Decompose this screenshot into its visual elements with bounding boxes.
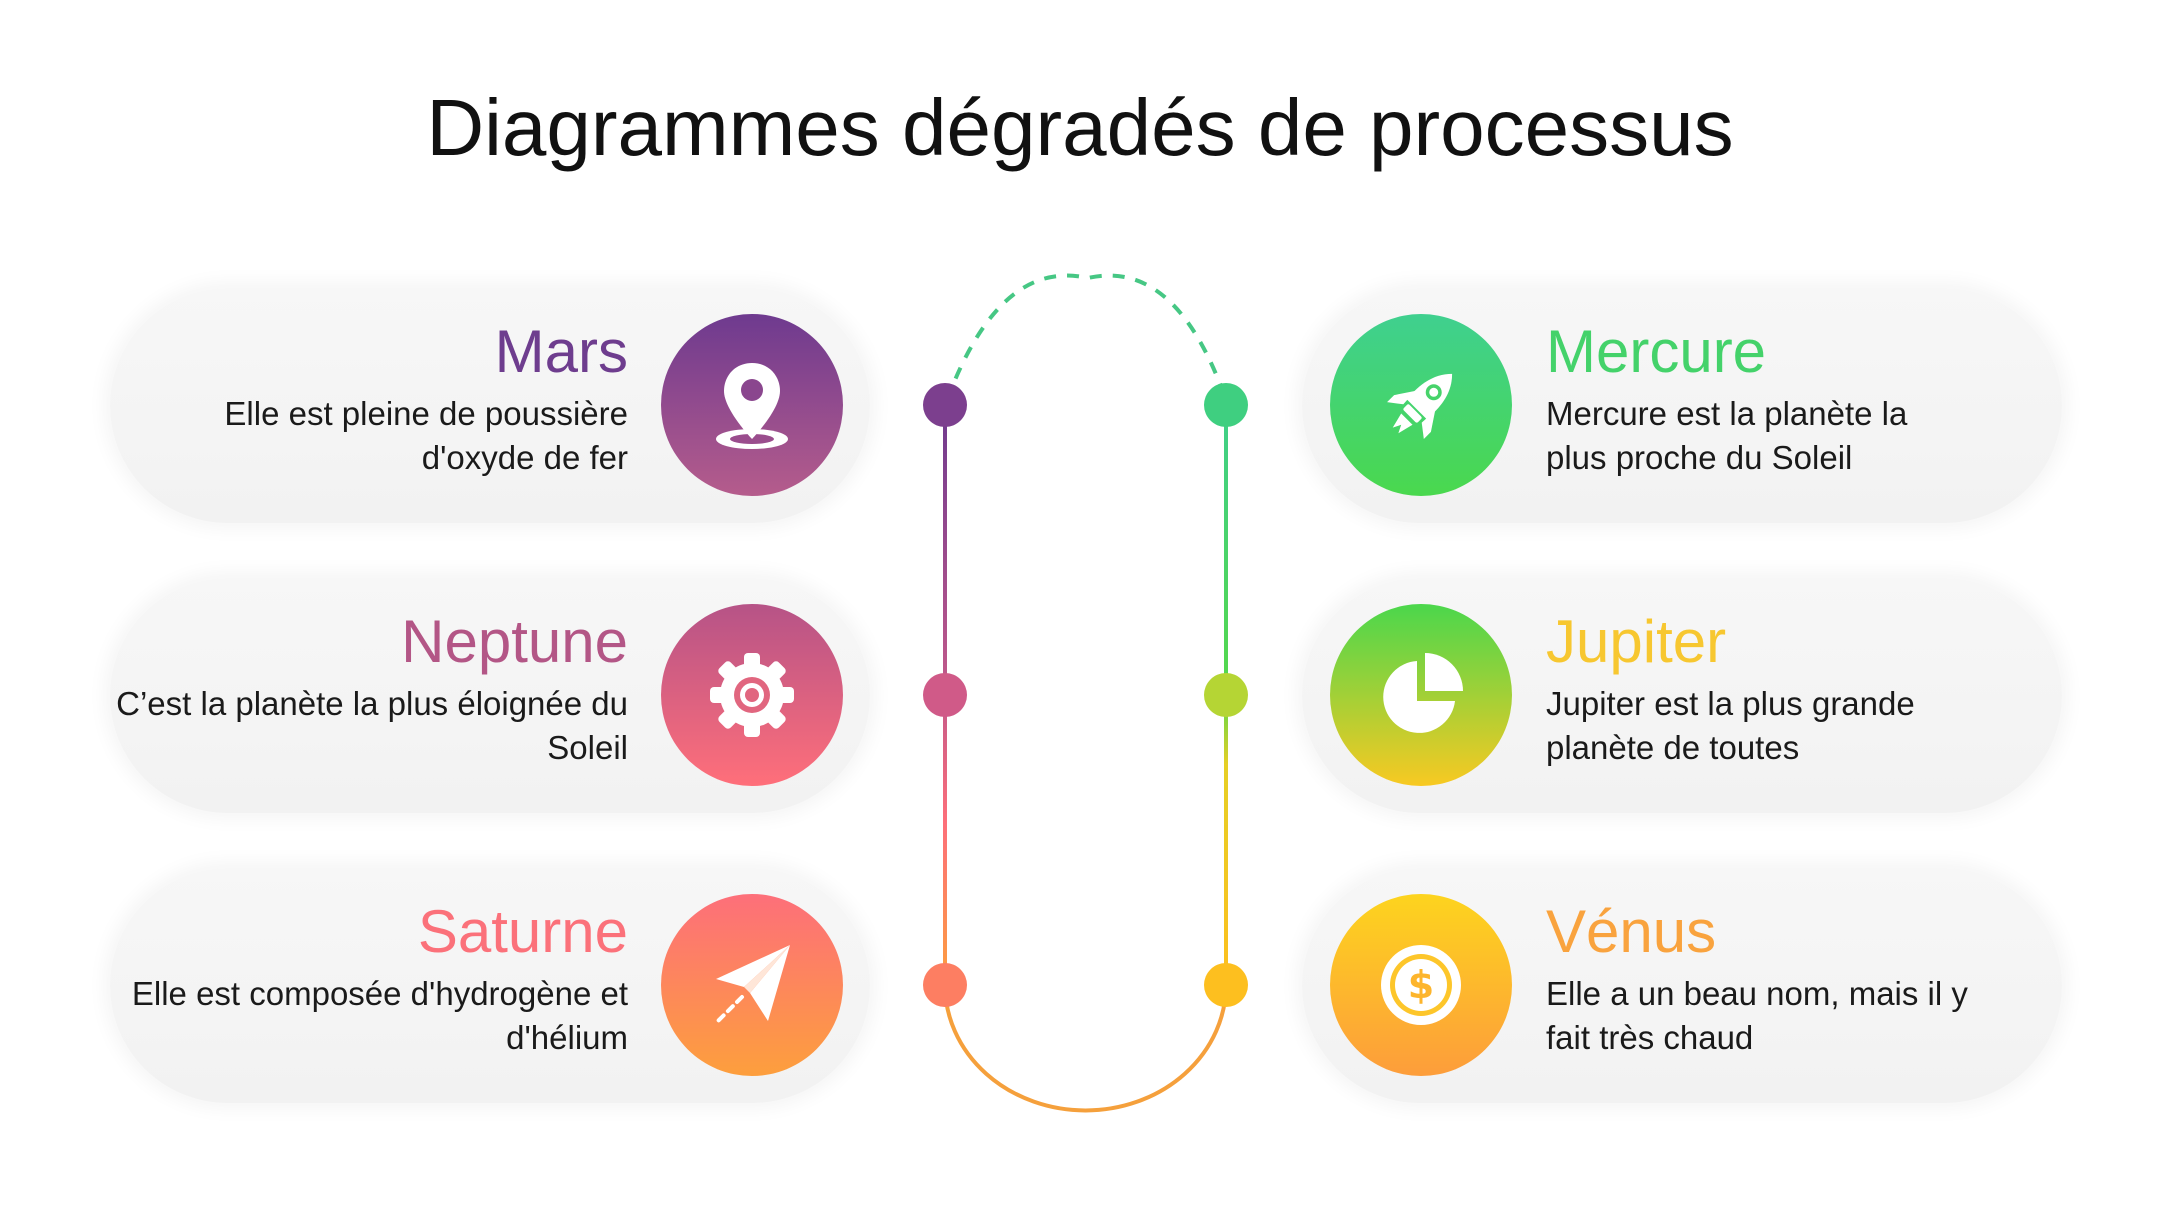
gear-icon: [710, 653, 794, 737]
dot-left-3: [923, 963, 967, 1007]
page-title: Diagrammes dégradés de processus: [426, 83, 1734, 172]
paper-plane-icon: [714, 945, 790, 1025]
bottom-arc: [943, 984, 1228, 1113]
circle-mars: [661, 314, 843, 496]
top-dashed-arc-curve: [947, 268, 1227, 393]
location-pin-icon: [716, 363, 788, 449]
dot-right-3: [1204, 963, 1248, 1007]
desc-mars: Elle est pleine de poussière d'oxyde de …: [224, 395, 628, 476]
desc-neptune: C’est la planète la plus éloignée du Sol…: [116, 685, 628, 766]
dot-right-1: [1204, 383, 1248, 427]
desc-saturne: Elle est composée d'hydrogène et d'héliu…: [131, 975, 628, 1056]
desc-mercure: Mercure est la planète la plus proche du…: [1546, 395, 1908, 476]
desc-venus: Elle a un beau nom, mais il y fait très …: [1546, 975, 1968, 1056]
circle-jupiter: [1330, 604, 1512, 786]
top-dashed-arc: [945, 273, 1228, 401]
dot-left-1: [923, 383, 967, 427]
title-venus: Vénus: [1546, 898, 1717, 965]
circle-saturne: [661, 894, 843, 1076]
title-mercure: Mercure: [1546, 318, 1767, 385]
dot-right-2: [1204, 673, 1248, 717]
title-jupiter: Jupiter: [1546, 608, 1727, 675]
svg-text:$: $: [1408, 963, 1434, 1007]
circle-venus: $: [1330, 894, 1512, 1076]
dollar-coin-icon: $: [1381, 945, 1461, 1025]
desc-jupiter: Jupiter est la plus grande planète de to…: [1546, 685, 1915, 766]
circle-neptune: [661, 604, 843, 786]
rocket-icon: [1387, 373, 1453, 439]
title-neptune: Neptune: [401, 608, 628, 675]
pie-chart-icon: [1383, 653, 1463, 733]
title-saturne: Saturne: [417, 898, 628, 965]
circle-mercure: [1330, 314, 1512, 496]
dot-left-2: [923, 673, 967, 717]
title-mars: Mars: [494, 318, 628, 385]
